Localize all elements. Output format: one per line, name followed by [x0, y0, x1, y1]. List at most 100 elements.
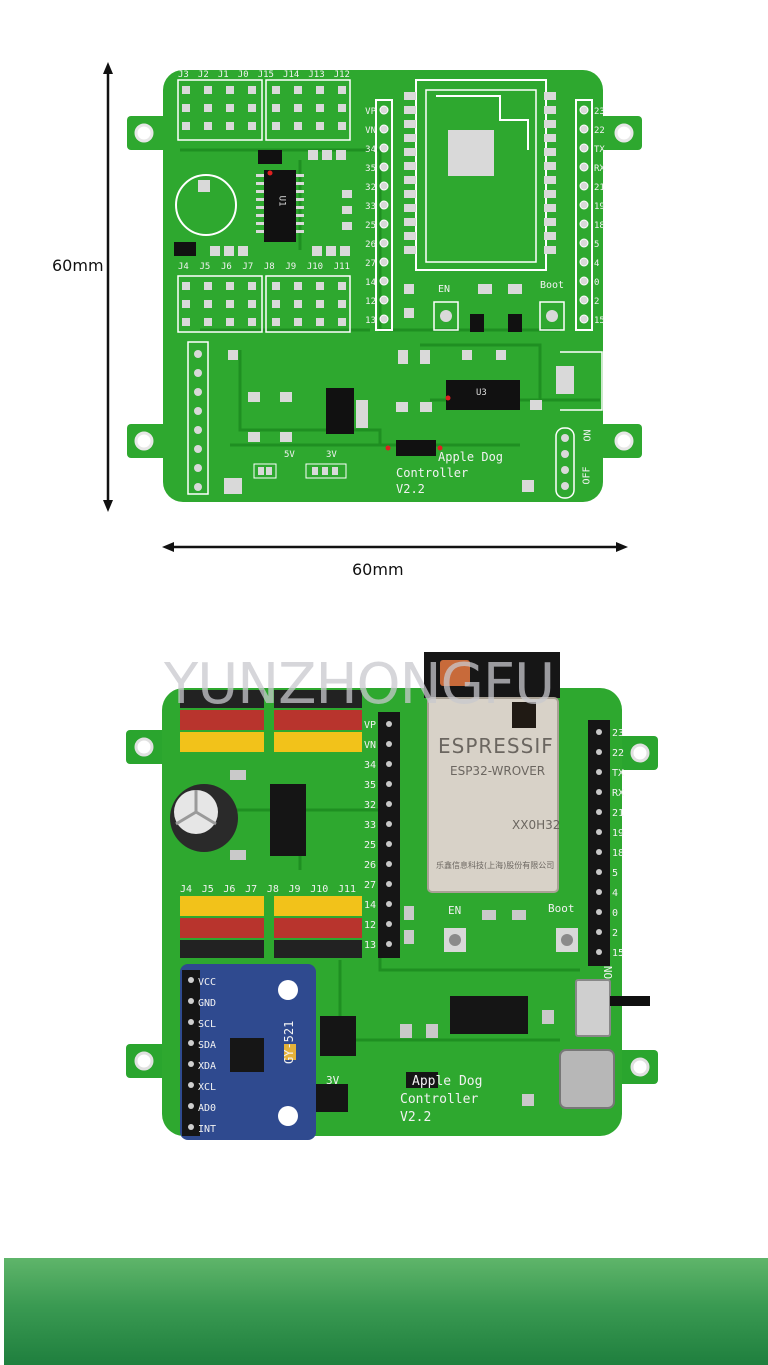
label-j10: J10: [306, 262, 324, 272]
sensor-pin-sda: SDA: [198, 1040, 217, 1051]
top-switch-on-label: ON: [582, 429, 594, 442]
top-switch-off-label: OFF: [581, 466, 593, 485]
pin-12: 12: [365, 297, 376, 307]
b-label-j4: J4: [180, 884, 193, 895]
label-j5: J5: [199, 262, 211, 272]
top-left-pin-labels: VP VN 34 35 32 33 25 26 27 14 12 13: [356, 103, 376, 331]
label-j8: J8: [263, 262, 275, 272]
ic-u3-label: U3: [476, 388, 487, 398]
bottom-switch-on-label: ON: [602, 965, 616, 980]
pin-26: 26: [365, 240, 376, 250]
b-pin-5: 5: [612, 868, 619, 879]
b-pin-4: 4: [612, 888, 619, 899]
bottom-header-labels: J4 J5 J6 J7 J8 J9 J10 J11: [180, 884, 356, 895]
module-brand: ESPRESSIF: [438, 734, 554, 758]
label-j2: J2: [197, 70, 209, 80]
pin-rx: RX: [594, 164, 605, 174]
b-pin-2: 2: [612, 928, 619, 939]
assembled-board-photo: [126, 652, 658, 1140]
b-pin-25: 25: [363, 840, 376, 851]
sensor-pin-vcc: VCC: [198, 977, 217, 988]
pin-4: 4: [594, 259, 600, 269]
top-title-line1: Apple Dog: [438, 450, 504, 464]
b-pin-rx: RX: [612, 788, 625, 799]
bottom-left-pin-labels: VP VN 34 35 32 33 25 26 27 14 12 13: [356, 716, 376, 956]
b-pin-19: 19: [612, 828, 625, 839]
b-label-j9: J9: [288, 884, 301, 895]
pin-15: 15: [594, 316, 605, 326]
b-pin-33: 33: [363, 820, 376, 831]
b-pin-32: 32: [363, 800, 376, 811]
width-dimension-label: 60mm: [352, 560, 404, 579]
label-j12: J12: [333, 70, 350, 80]
b-pin-12: 12: [363, 920, 376, 931]
b-pin-tx: TX: [612, 768, 625, 779]
top-5v-label: 5V: [284, 450, 295, 460]
b-pin-0: 0: [612, 908, 619, 919]
pin-21: 21: [594, 183, 605, 193]
top-title-line2: Controller: [396, 466, 469, 480]
label-j15: J15: [257, 70, 274, 80]
sensor-pin-labels: VCC GND SCL SDA XDA XCL AD0 INT: [198, 972, 216, 1140]
bottom-3v-label: 3V: [326, 1074, 340, 1087]
b-pin-vn: VN: [363, 740, 376, 751]
bottom-boot-label: Boot: [548, 902, 575, 915]
pin-23: 23: [594, 107, 605, 117]
bottom-version: V2.2: [400, 1110, 432, 1125]
label-j11: J11: [333, 262, 350, 272]
b-pin-21: 21: [612, 808, 625, 819]
bottom-right-pin-labels: 23 22 TX RX 21 19 18 5 4 0 2 15: [612, 724, 632, 964]
label-j7: J7: [242, 262, 254, 272]
pin-27: 27: [365, 259, 376, 269]
sensor-pin-gnd: GND: [198, 998, 217, 1009]
b-pin-34: 34: [363, 760, 376, 771]
label-j9: J9: [285, 262, 297, 272]
dimension-lines: [103, 62, 628, 552]
b-pin-vp: VP: [363, 720, 376, 731]
pin-25: 25: [365, 221, 376, 231]
label-j3: J3: [178, 70, 189, 80]
pin-0: 0: [594, 278, 600, 288]
b-label-j7: J7: [245, 884, 258, 895]
pin-2: 2: [594, 297, 600, 307]
bottom-en-label: EN: [448, 904, 462, 917]
b-label-j8: J8: [266, 884, 279, 895]
pin-tx: TX: [594, 145, 605, 155]
top-pcb-render: [127, 70, 642, 502]
top-version: V2.2: [396, 482, 425, 496]
top-boot-label: Boot: [540, 280, 565, 291]
top-right-pin-labels: 23 22 TX RX 21 19 18 5 4 0 2 15: [594, 103, 614, 331]
b-label-j5: J5: [201, 884, 214, 895]
b-pin-22: 22: [612, 748, 625, 759]
label-j0: J0: [237, 70, 249, 80]
top-en-label: EN: [438, 284, 451, 295]
module-maker: 乐鑫信息科技(上海)股份有限公司: [436, 861, 555, 870]
b-pin-13: 13: [363, 940, 376, 951]
pin-14: 14: [365, 278, 376, 288]
top-header-labels-row1: J3 J2 J1 J0 J15 J14 J13 J12: [178, 70, 350, 80]
pin-13: 13: [365, 316, 376, 326]
bottom-title-line1: Apple Dog: [412, 1074, 483, 1089]
pin-33: 33: [365, 202, 376, 212]
b-pin-18: 18: [612, 848, 625, 859]
label-j13: J13: [308, 70, 325, 80]
top-header-labels-row2: J4 J5 J6 J7 J8 J9 J10 J11: [178, 262, 350, 272]
bottom-title-line2: Controller: [400, 1092, 479, 1107]
pin-35: 35: [365, 164, 376, 174]
b-pin-26: 26: [363, 860, 376, 871]
b-pin-35: 35: [363, 780, 376, 791]
label-j4: J4: [178, 262, 189, 272]
sensor-pin-int: INT: [198, 1124, 217, 1135]
pin-32: 32: [365, 183, 376, 193]
pin-22: 22: [594, 126, 605, 136]
height-dimension-label: 60mm: [52, 256, 104, 275]
footer-banner: [4, 1258, 768, 1365]
b-pin-27: 27: [363, 880, 376, 891]
label-j6: J6: [220, 262, 232, 272]
b-label-j10: J10: [310, 884, 329, 895]
pin-vn: VN: [365, 126, 376, 136]
sensor-pin-xda: XDA: [198, 1061, 217, 1072]
top-3v-label: 3V: [326, 450, 337, 460]
pin-vp: VP: [365, 107, 376, 117]
pin-18: 18: [594, 221, 605, 231]
